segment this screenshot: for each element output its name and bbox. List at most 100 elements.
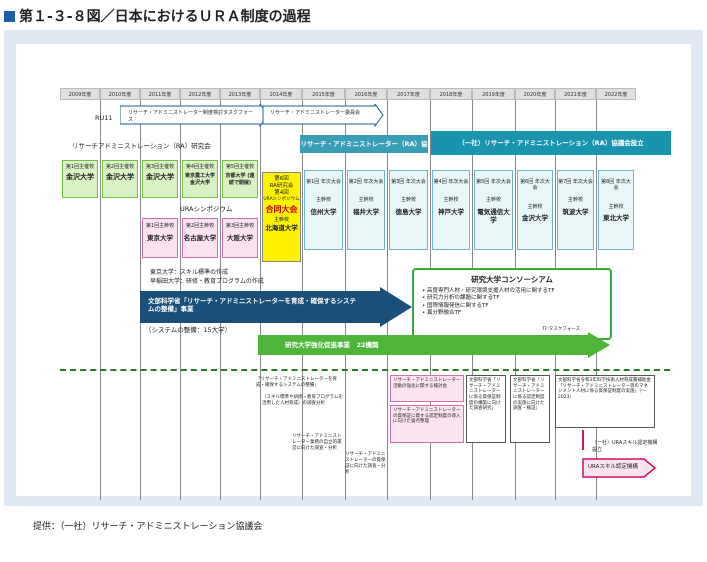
annual-meeting-host: 主幹校 <box>527 203 543 210</box>
joint-host: 主幹校 <box>273 217 289 224</box>
symposium-university: 名古屋大学 <box>183 234 217 243</box>
early-meeting-title: 第3回主催校 <box>145 164 175 170</box>
bottom-box-3: 文部科学省令和3年科学技術人材育成費補助金「リサーチ・アドミニストレーター等のマ… <box>555 375 655 428</box>
early-meeting-university: 金沢大学 <box>66 173 94 182</box>
annual-meeting-title: 第1回 年次大会 <box>306 179 341 185</box>
consortium-item: • 研究力分析の課題に関するTF <box>422 295 500 302</box>
annual-meeting-university: 金沢大学 <box>522 213 548 222</box>
bottom-box-1: 文部科学省「リサーチ・アドミニストレーターに係る質保証制度の構築に向けた調査研究… <box>466 375 506 443</box>
consortium-item: • 異分野融合TF <box>422 310 462 317</box>
ra-association-banner: （一社）リサーチ・アドミニストレーション（RA）協議会設立 <box>431 131 671 155</box>
annual-meeting-box: 第5回 年次大会主幹校電気通信大学 <box>474 170 513 250</box>
bottom-note-3: リサーチ・アドミニストレーターの質保証に向けた調査・分析 <box>345 452 386 476</box>
bottom-note-1: 「リサーチ・アドミニストレーターを育成・確保するシステムの整備」 <box>256 377 337 389</box>
ra-research-label: リサーチアドミニストレーション（RA）研究会 <box>72 142 211 150</box>
early-meeting-box: 第1回主催校金沢大学 <box>62 160 98 198</box>
year-cell: 2009年度 <box>60 88 100 100</box>
annual-meeting-box: 第7回 年次大会主幹校筑波大学 <box>557 170 594 250</box>
figure-title-text: 第１-３-８図／日本におけるＵＲＡ制度の過程 <box>19 9 311 25</box>
cert-arrow-shape <box>582 458 657 478</box>
annual-meeting-title: 第8回 年次大会 <box>601 179 631 192</box>
cert-line <box>582 430 584 450</box>
cert-arrow-text: URAスキル認定機構 <box>588 464 638 470</box>
symposium-title: 第1回主幹校 <box>145 223 175 229</box>
year-cell: 2022年度 <box>596 88 636 100</box>
early-meeting-university: 京都大学 (連続で開催) <box>225 173 255 186</box>
pink-box-1: リサーチ・アドミニストレーター活動の強化に関する検討会 <box>390 375 464 402</box>
consortium-box: 研究大学コンソーシアム • 高度専門人材・研究環境支援人材の活用に関するTF• … <box>412 268 612 340</box>
joint-line3: 第4回 <box>274 189 289 196</box>
early-meeting-box: 第5回主催校京都大学 (連続で開催) <box>222 160 258 198</box>
annual-meeting-title: 第3回 年次大会 <box>391 179 426 185</box>
year-cell: 2020年度 <box>515 88 555 100</box>
figure-title: 第１-３-８図／日本におけるＵＲＡ制度の過程 <box>4 6 311 26</box>
annual-meeting-title: 第2回 年次大会 <box>348 179 384 185</box>
symposium-university: 東京大学 <box>147 234 173 243</box>
annual-meeting-university: 神戸大学 <box>438 207 464 216</box>
year-cell: 2015年度 <box>302 88 345 100</box>
symposium-box: 第1回主幹校東京大学 <box>142 218 178 258</box>
annual-meeting-title: 第7回 年次大会 <box>558 179 593 185</box>
year-cell: 2012年度 <box>180 88 220 100</box>
annual-meeting-title: 第6回 年次大会 <box>520 179 550 192</box>
annual-meeting-university: 信州大学 <box>310 207 337 216</box>
year-cell: 2017年度 <box>387 88 430 100</box>
annual-meeting-university: 東北大学 <box>603 213 629 222</box>
promotion-arrow-shape <box>258 332 610 358</box>
consortium-item: • 高度専門人材・研究環境支援人材の活用に関するTF <box>422 288 555 294</box>
annual-meeting-box: 第4回 年次大会主幹校神戸大学 <box>432 170 470 250</box>
early-meeting-box: 第4回主催校東京農工大学 金沢大学 <box>182 160 218 198</box>
early-meeting-university: 金沢大学 <box>146 173 174 182</box>
symposium-title: 第3回主幹校 <box>225 223 255 229</box>
symposium-title: 第2回主幹校 <box>185 223 215 229</box>
ru11-label: RU11 <box>95 114 113 122</box>
year-cell: 2019年度 <box>472 88 515 100</box>
annual-meeting-host: 主幹校 <box>358 197 374 204</box>
skill-text-2: 早稲田大学：研修・教育プログラムの作成 <box>150 278 264 285</box>
ura-symposium-label: URAシンポジウム <box>180 205 233 213</box>
year-cell: 2013年度 <box>220 88 260 100</box>
consortium-tf-label: TF:タスクフォース <box>542 327 580 332</box>
skill-text-1: 東京大学：スキル標準の作成 <box>150 269 229 276</box>
early-meeting-title: 第5回主催校 <box>225 164 255 170</box>
annual-meeting-university: 徳島大学 <box>395 207 422 216</box>
annual-meeting-host: 主幹校 <box>567 197 583 204</box>
bottom-note-1b: （スキル標準や研修・教育プログラムを活用した人材育成）の調査分析 <box>262 395 343 407</box>
annual-meeting-host: 主幹校 <box>443 197 459 204</box>
annual-meeting-title: 第5回 年次大会 <box>476 179 511 185</box>
ru11-arrows <box>120 104 384 128</box>
symposium-box: 第2回主幹校名古屋大学 <box>182 218 218 258</box>
joint-line2: RA研究会 <box>269 182 294 189</box>
annual-meeting-university: 電気通信大学 <box>477 207 510 224</box>
ra-council-banner: リサーチ・アドミニストレーター（RA）協議会設立 <box>300 135 428 166</box>
year-cell: 2011年度 <box>140 88 180 100</box>
annual-meeting-box: 第3回 年次大会主幹校徳島大学 <box>389 170 428 250</box>
pink-box-2: リサーチ・アドミニストレーターの質保証に資する認定制度の導入に向けた論点整理 <box>390 405 464 443</box>
symposium-box: 第3回主幹校大阪大学 <box>222 218 258 258</box>
early-meeting-title: 第2回主催校 <box>105 164 135 170</box>
annual-meeting-box: 第2回 年次大会主幹校福井大学 <box>347 170 385 250</box>
mext-arrow-shape <box>140 287 412 327</box>
annual-meeting-host: 主幹校 <box>315 197 331 204</box>
ru11-task-force: リサーチ・アドミニストレーター制度検討タスクフォース <box>128 110 254 123</box>
bottom-note-2: リサーチ・アドミニストレーター業務の自立的運営に向けた調査・分析 <box>292 434 342 452</box>
annual-meeting-box: 第6回 年次大会主幹校金沢大学 <box>517 170 553 250</box>
joint-line4: URAシンポジウム <box>263 196 300 202</box>
year-cell: 2014年度 <box>260 88 302 100</box>
consortium-item: • 国際情報発信に関するTF <box>422 302 489 309</box>
annual-meeting-university: 筑波大学 <box>562 207 589 216</box>
source-credit: 提供：（一社）リサーチ・アドミニストレーション協議会 <box>33 522 263 532</box>
annual-meeting-box: 第8回 年次大会主幹校東北大学 <box>598 170 634 250</box>
early-meeting-university: 東京農工大学 金沢大学 <box>184 173 215 186</box>
joint-uni: 北海道大学 <box>265 223 298 232</box>
annual-meeting-host: 主幹校 <box>485 197 501 204</box>
annual-meeting-title: 第4回 年次大会 <box>433 179 469 185</box>
mext-arrow-text: 文部科学省「リサーチ・アドミニストレーターを育成・確保するシステムの整備」事業 <box>148 297 356 314</box>
annual-meeting-university: 福井大学 <box>353 207 379 216</box>
annual-meeting-host: 主幹校 <box>608 203 624 210</box>
bottom-box-2: 文部科学省「リサーチ・アドミニストレーターに係る認定制度の実施に向けた調査・検証… <box>510 375 550 443</box>
consortium-title: 研究大学コンソーシアム <box>471 275 553 284</box>
annual-meeting-box: 第1回 年次大会主幹校信州大学 <box>304 170 343 250</box>
consortium-items: • 高度専門人材・研究環境支援人材の活用に関するTF• 研究力分析の課題に関する… <box>422 288 610 318</box>
assoc-note: （一社）URAスキル認定機構設立 <box>592 440 658 453</box>
